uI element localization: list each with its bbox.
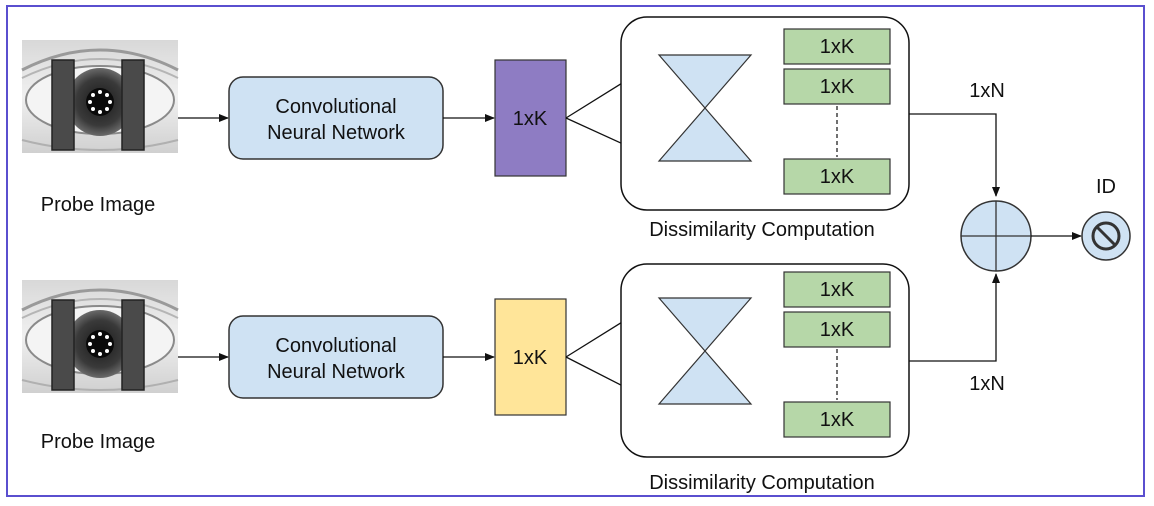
cnn-label-line1: Convolutional xyxy=(275,96,396,118)
hourglass-shape xyxy=(657,297,753,405)
stack-item xyxy=(783,271,891,308)
cnn-label-line2: Neural Network xyxy=(267,122,406,144)
stack-item xyxy=(783,401,891,438)
top-branch: Probe Image Convolutional Neural Network… xyxy=(21,16,1005,241)
stack-item-label: 1xK xyxy=(820,36,855,58)
prohibited-icon xyxy=(1081,211,1131,261)
cnn-block xyxy=(228,315,444,399)
hourglass-shape xyxy=(657,54,753,162)
feature-vector xyxy=(494,298,567,416)
output-size-label: 1xN xyxy=(969,373,1005,395)
stack-item xyxy=(783,158,891,195)
arrow-top-to-combiner xyxy=(909,113,1000,197)
stack-item xyxy=(783,311,891,348)
dissimilarity-label: Dissimilarity Computation xyxy=(649,219,875,241)
bottom-branch: Probe Image Convolutional Neural Network… xyxy=(21,263,1005,494)
feature-vector xyxy=(494,59,567,177)
stack-item-label: 1xK xyxy=(820,319,855,341)
stack: 1xK 1xK 1xK xyxy=(783,271,891,438)
feature-vector-label: 1xK xyxy=(513,347,548,369)
eye-probe-image xyxy=(21,280,179,393)
stack-item-label: 1xK xyxy=(820,409,855,431)
stack-item-label: 1xK xyxy=(820,279,855,301)
diagram-frame xyxy=(6,5,1145,497)
stack-item-label: 1xK xyxy=(820,166,855,188)
stack-item xyxy=(783,28,891,65)
cnn-block xyxy=(228,76,444,160)
cnn-label-line2: Neural Network xyxy=(267,361,406,383)
stack: 1xK 1xK 1xK xyxy=(783,28,891,195)
cnn-label-line1: Convolutional xyxy=(275,335,396,357)
output-size-label: 1xN xyxy=(969,80,1005,102)
arrow-bottom-to-combiner xyxy=(909,273,1000,362)
feature-vector-label: 1xK xyxy=(513,108,548,130)
probe-image-label: Probe Image xyxy=(41,431,156,453)
stack-item xyxy=(783,68,891,105)
dissimilarity-label: Dissimilarity Computation xyxy=(649,472,875,494)
id-label: ID xyxy=(1096,176,1116,198)
stack-item-label: 1xK xyxy=(820,76,855,98)
probe-image-label: Probe Image xyxy=(41,194,156,216)
eye-probe-image xyxy=(21,40,179,153)
combiner xyxy=(960,200,1032,272)
